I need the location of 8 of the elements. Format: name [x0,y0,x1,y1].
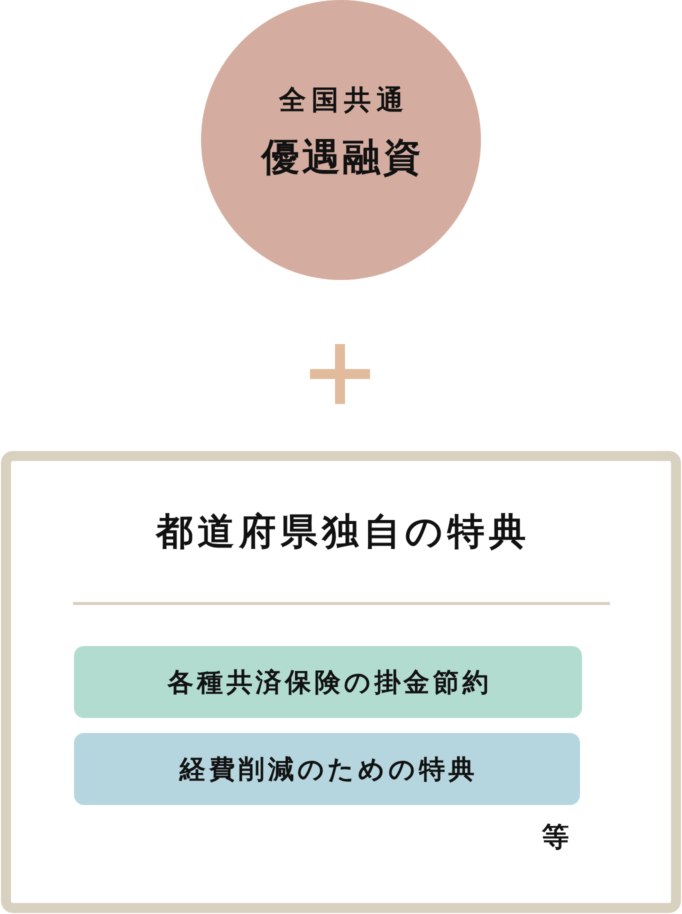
benefit-item: 各種共済保険の掛金節約 [74,646,582,718]
badge-title: 優遇融資 [260,135,424,181]
panel-heading: 都道府県独自の特典 [154,510,530,554]
etc-note: 等 [542,822,569,854]
benefits-panel [1,451,681,913]
benefit-item: 経費削減のための特典 [74,733,580,805]
circle-badge [201,0,481,280]
badge-subtitle: 全国共通 [278,85,409,118]
